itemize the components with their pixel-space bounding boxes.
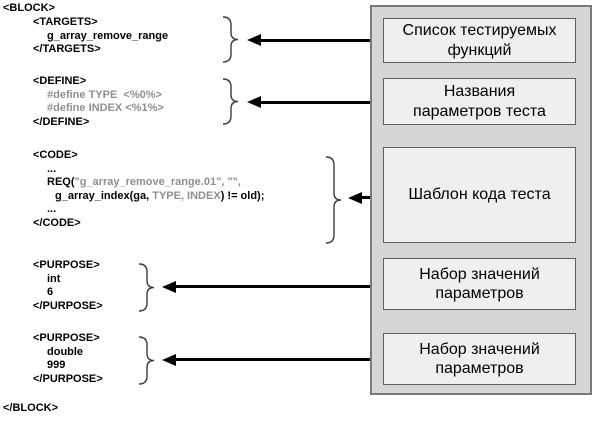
- tag-define-close: </DEFINE>: [33, 115, 90, 128]
- code-index-suffix: ) != old);: [220, 189, 265, 202]
- code-req-args: "g_array_remove_range.01", "",: [74, 176, 241, 188]
- left-arrow-icon: [162, 353, 384, 366]
- tag-purpose2-open: <PURPOSE>: [33, 332, 100, 344]
- annotation-label: параметров: [435, 360, 524, 377]
- annotation-parameter-values-2: Набор значений параметров: [383, 333, 576, 385]
- tag-purpose1-open: <PURPOSE>: [33, 259, 100, 271]
- tag-block-open: <BLOCK>: [3, 2, 55, 14]
- purpose1-type: int: [47, 272, 61, 285]
- define-line-index: #define INDEX <%1%>: [47, 102, 164, 114]
- annotation-label: параметров: [435, 285, 524, 302]
- left-arrow-icon: [162, 280, 384, 293]
- xml-block-open: <BLOCK>: [0, 2, 55, 16]
- tag-targets-open: <TARGETS>: [33, 16, 98, 28]
- left-arrow-icon: [247, 96, 384, 108]
- tag-block-close: </BLOCK>: [3, 402, 59, 414]
- annotation-label: функций: [447, 41, 512, 59]
- brace-icon: [323, 156, 343, 244]
- left-arrow-icon: [247, 34, 384, 46]
- define-line-type: #define TYPE <%0%>: [47, 88, 162, 101]
- brace-icon: [220, 78, 240, 125]
- tag-define-open: <DEFINE>: [33, 75, 87, 87]
- code-ellipsis-bottom: ...: [47, 203, 57, 215]
- tag-code-close: </CODE>: [33, 216, 81, 229]
- code-section: <CODE> ... REQ("g_array_remove_range.01"…: [0, 149, 264, 230]
- code-ellipsis-top: ...: [47, 162, 57, 175]
- tag-purpose1-close: </PURPOSE>: [33, 299, 103, 312]
- annotation-label: Набор значений: [419, 265, 540, 283]
- xml-block-close: </BLOCK>: [0, 402, 58, 416]
- purpose2-type: double: [47, 345, 84, 358]
- code-index-line: g_array_index(ga, TYPE, INDEX) != old);: [0, 190, 264, 204]
- annotation-parameter-values-1: Набор значений параметров: [383, 258, 576, 310]
- annotation-label: Шаблон кода теста: [408, 186, 551, 204]
- brace-icon: [136, 336, 156, 385]
- code-index-params: TYPE, INDEX: [152, 189, 221, 202]
- annotation-label: Названия: [443, 83, 516, 100]
- purpose2-value: 999: [47, 359, 66, 371]
- annotation-panel: Список тестируемых функций Названия пара…: [370, 5, 592, 395]
- tag-targets-close: </TARGETS>: [33, 43, 101, 55]
- annotation-label: Набор значений: [419, 340, 540, 358]
- targets-section: <TARGETS> g_array_remove_range </TARGETS…: [0, 16, 168, 57]
- annotation-label: параметров теста: [413, 102, 546, 120]
- purpose1-value: 6: [47, 286, 54, 298]
- define-section: <DEFINE> #define TYPE <%0%> #define INDE…: [0, 75, 164, 129]
- tag-purpose2-close: </PURPOSE>: [33, 372, 103, 385]
- brace-icon: [220, 16, 240, 63]
- purpose-section-2: <PURPOSE> double 999 </PURPOSE>: [0, 332, 103, 386]
- tag-code-open: <CODE>: [33, 149, 78, 161]
- code-req-prefix: REQ(: [47, 176, 75, 188]
- purpose-section-1: <PURPOSE> int 6 </PURPOSE>: [0, 259, 103, 313]
- brace-icon: [136, 263, 156, 312]
- annotation-label: Список тестируемых: [402, 22, 557, 39]
- targets-value: g_array_remove_range: [47, 29, 169, 42]
- annotation-test-parameter-names: Названия параметров теста: [383, 78, 576, 125]
- code-req-line: REQ("g_array_remove_range.01", "",: [0, 176, 264, 190]
- annotation-tested-functions: Список тестируемых функций: [383, 18, 576, 63]
- code-index-prefix: g_array_index(ga,: [55, 189, 153, 202]
- annotation-test-code-template: Шаблон кода теста: [383, 147, 576, 243]
